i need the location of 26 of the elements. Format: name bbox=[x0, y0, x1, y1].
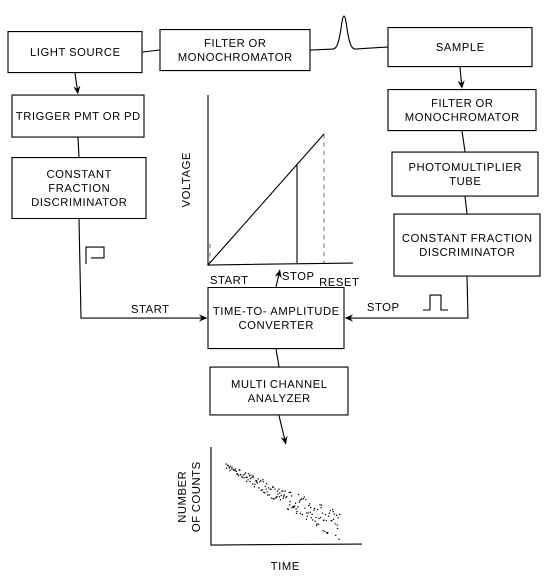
decay-plot-drawing bbox=[210, 447, 362, 546]
process-box: CONSTANT FRACTION DISCRIMINATOR bbox=[393, 213, 541, 277]
connector-line bbox=[77, 138, 80, 157]
process-box: PHOTOMULTIPLIER TUBE bbox=[391, 151, 539, 197]
edge-label: STOP bbox=[366, 302, 400, 312]
connector-line bbox=[464, 196, 468, 214]
voltage-ramp-graph-drawing bbox=[207, 94, 354, 266]
axis-label: STOP bbox=[282, 272, 314, 280]
axis-label: RESET bbox=[320, 278, 359, 286]
process-box: FILTER OR MONOCHROMATOR bbox=[159, 28, 311, 72]
process-box: LIGHT SOURCE bbox=[7, 30, 143, 74]
process-box: TRIGGER PMT OR PD bbox=[11, 94, 145, 138]
process-box: FILTER OR MONOCHROMATOR bbox=[387, 88, 537, 132]
axis-label: VOLTAGE bbox=[182, 153, 190, 208]
process-box: TIME-TO- AMPLITUDE CONVERTER bbox=[207, 286, 345, 350]
connector-line bbox=[461, 130, 466, 152]
edge-label: START bbox=[130, 304, 170, 314]
process-box: MULTI CHANNEL ANALYZER bbox=[209, 366, 349, 416]
connector-line bbox=[310, 15, 388, 51]
axis-label: START bbox=[210, 276, 248, 284]
connector-line bbox=[275, 348, 280, 367]
axis-label: TIME bbox=[270, 562, 299, 570]
process-box: SAMPLE bbox=[387, 26, 533, 68]
process-box: CONSTANT FRACTION DISCRIMINATOR bbox=[11, 156, 147, 220]
axis-label: NUMBER OF COUNTS bbox=[178, 462, 200, 532]
connector-line bbox=[142, 49, 160, 53]
